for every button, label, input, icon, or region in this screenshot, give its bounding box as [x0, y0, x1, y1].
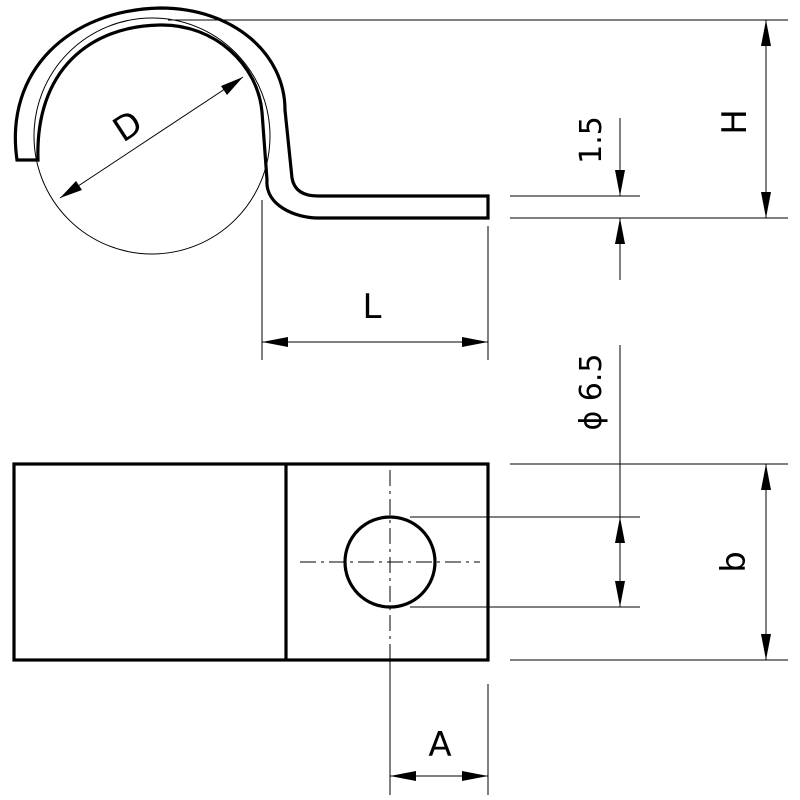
offset-dimension: A [389, 650, 489, 795]
side-view: D [13, 6, 490, 255]
offset-arrow-left [390, 771, 416, 781]
width-dimension: b [510, 463, 788, 661]
width-label: b [714, 551, 754, 573]
thickness-dimension: 1.5 [510, 116, 640, 280]
clamp-profile [13, 6, 490, 220]
hole-label: ϕ 6.5 [574, 353, 609, 430]
top-view [12, 462, 490, 662]
length-label: L [363, 287, 382, 327]
diameter-arrow-b [221, 77, 243, 95]
offset-arrow-right [462, 771, 488, 781]
diameter-label: D [106, 103, 150, 151]
length-arrow-right [462, 337, 488, 347]
hole-dimension: ϕ 6.5 [410, 345, 640, 608]
plate-outline [12, 462, 490, 662]
height-dimension: H [168, 19, 788, 219]
length-dimension: L [261, 200, 489, 360]
hole-arrow-top [615, 517, 625, 543]
length-arrow-left [262, 337, 288, 347]
diameter-dimension-line [59, 76, 244, 199]
width-arrow-bottom [761, 634, 771, 660]
height-arrow-bottom [761, 192, 771, 218]
thickness-arrow-bottom [615, 218, 625, 244]
height-arrow-top [761, 20, 771, 46]
hole-arrow-bottom [615, 581, 625, 607]
thickness-label: 1.5 [574, 116, 609, 164]
offset-label: A [428, 725, 451, 765]
diameter-arrow-a [60, 181, 82, 198]
height-label: H [715, 109, 755, 135]
pipe-circle [33, 17, 271, 255]
thickness-arrow-top [615, 170, 625, 196]
width-arrow-top [761, 464, 771, 490]
